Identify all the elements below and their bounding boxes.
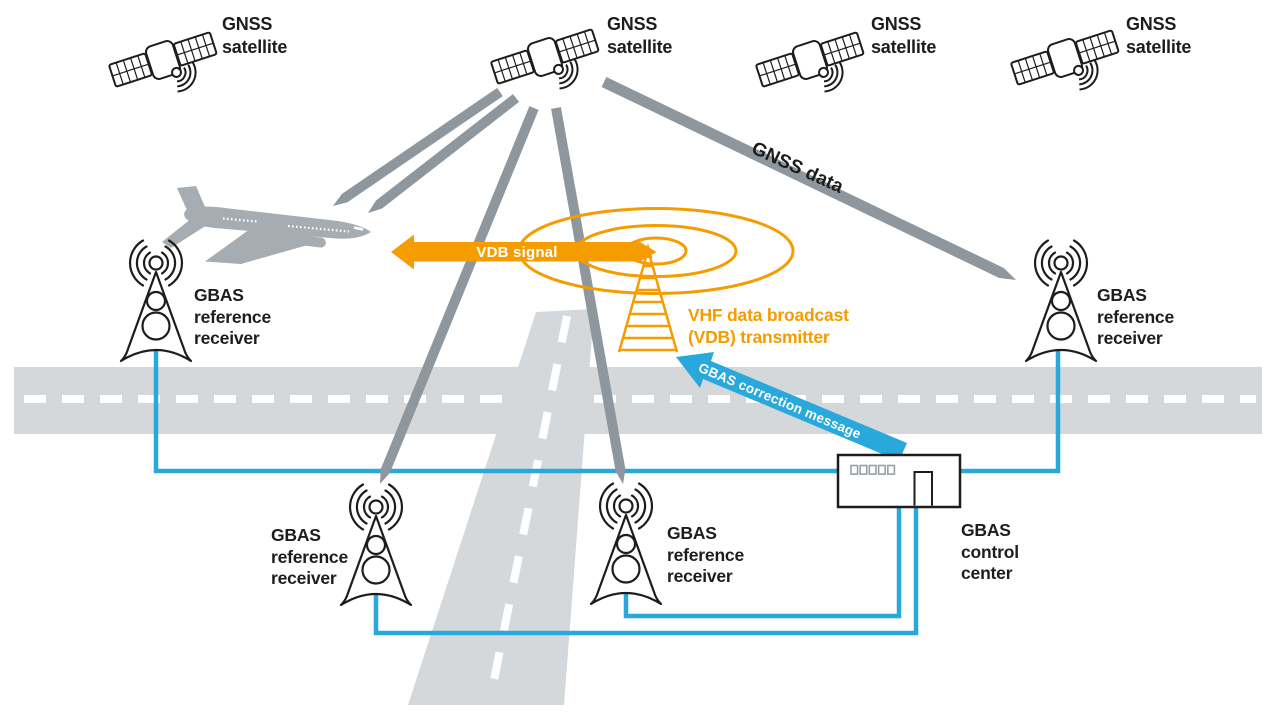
gbas-receiver-label-right: GBAS reference receiver	[1097, 285, 1175, 348]
gbas-receiver-tower-right	[1024, 239, 1098, 363]
aircraft	[162, 186, 371, 264]
ray-to-receiver-bc	[551, 107, 626, 484]
gbas-receiver-tower-left	[119, 239, 193, 363]
gnss-signal-rays	[333, 77, 1016, 484]
gnss-satellite-icon-1	[106, 26, 226, 111]
vdb-signal-arrow	[391, 234, 657, 270]
ray-gnss-data	[601, 77, 1016, 280]
ray-to-aircraft-2	[368, 94, 520, 213]
gnss-satellite-label-3: GNSS satellite	[871, 14, 937, 57]
gbas-control-center-building	[836, 453, 962, 509]
ground-network-lines	[153, 341, 1061, 636]
ray-to-receiver-bl	[380, 106, 539, 484]
gnss-satellite-label-1: GNSS satellite	[222, 14, 288, 57]
gnss-satellite-label-2: GNSS satellite	[607, 14, 673, 57]
gbas-receiver-label-bottom-left: GBAS reference receiver	[271, 525, 349, 588]
control-center-windows	[850, 464, 896, 475]
gbas-receiver-tower-bottom-left	[339, 483, 413, 607]
gbas-receiver-tower-bottom-center	[589, 482, 663, 606]
gnss-satellite-label-4: GNSS satellite	[1126, 14, 1192, 57]
runway-vertical	[408, 309, 594, 705]
vdb-signal-label: VDB signal	[476, 243, 558, 261]
control-center-door	[913, 471, 933, 506]
gbas-control-center-label: GBAS control center	[961, 520, 1019, 583]
gnss-satellite-icon-3	[753, 26, 873, 111]
gnss-satellite-icon-4	[1008, 24, 1128, 109]
ray-to-aircraft-1	[333, 87, 503, 206]
vdb-transmitter-label: VHF data broadcast (VDB) transmitter	[688, 305, 849, 347]
gbas-correction-arrow	[676, 352, 907, 461]
gbas-receiver-label-left: GBAS reference receiver	[194, 285, 272, 348]
gnss-satellite-icon-2	[488, 23, 608, 108]
aircraft-wing	[205, 217, 313, 264]
runway-horizontal	[14, 367, 1262, 434]
vdb-transmitter-tower	[617, 243, 679, 353]
gbas-receiver-label-bottom-center: GBAS reference receiver	[667, 523, 745, 586]
